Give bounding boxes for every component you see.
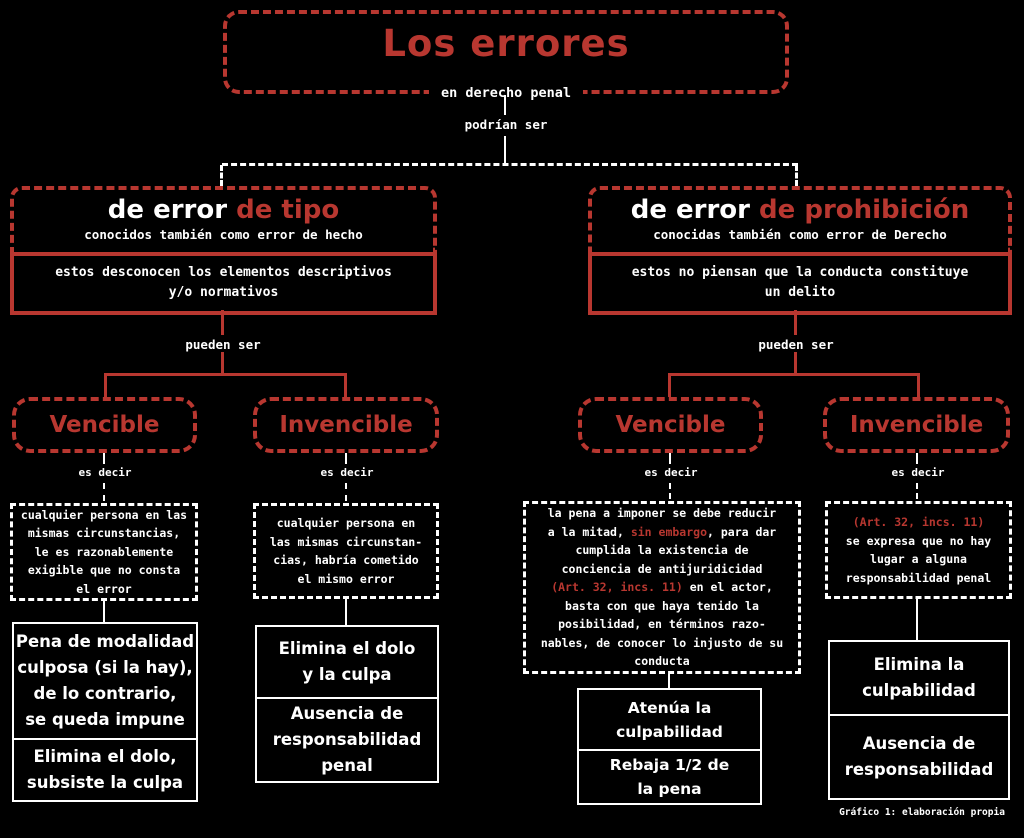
note-tipo-vencible: cualquier persona en las mismas circunst… <box>10 503 198 601</box>
note-prohibicion-invencible: (Art. 32, incs. 11) se expresa que no ha… <box>825 501 1012 599</box>
branch-tipo-title-highlight: de tipo <box>236 195 340 225</box>
connector-stack-4 <box>916 599 918 640</box>
outcome-box: Elimina el dolo, subsiste la culpa <box>14 738 196 800</box>
connector-tipo-drop-invencible <box>344 373 347 397</box>
connector-prohibicion-down1 <box>794 310 797 335</box>
branch-prohibicion-description: estos no piensan que la conducta constit… <box>588 252 1012 315</box>
note-segment: la pena a imponer se debe reducir a la m… <box>547 506 777 539</box>
branch-tipo-title-prefix: de error <box>107 195 237 225</box>
connector-root-bottom <box>504 136 506 163</box>
connector-esdecir-3b <box>669 483 671 499</box>
esdecir-label-2: es decir <box>320 466 374 479</box>
outcome-box: Pena de modalidad culposa (si la hay), d… <box>15 632 195 729</box>
connector-root-split <box>222 163 798 166</box>
connector-stack-1 <box>103 601 105 622</box>
connector-prohibicion-down2 <box>794 352 797 374</box>
connector-tipo-down1 <box>221 310 224 335</box>
connector-esdecir-4a <box>916 453 918 464</box>
pill-prohibicion-vencible: Vencible <box>578 397 763 453</box>
connector-esdecir-1b <box>103 483 105 501</box>
note-segment-highlight: sin embargo <box>630 524 707 539</box>
branch-tipo-subtitle: conocidos también como error de hecho <box>84 227 363 242</box>
tipo-connector-label: pueden ser <box>185 337 261 352</box>
branch-prohibicion-title-prefix: de error <box>630 195 760 225</box>
branch-tipo-header: de error de tipo conocidos también como … <box>10 186 437 252</box>
connector-prohibicion-drop-vencible <box>668 373 671 397</box>
branch-error-de-prohibicion: de error de prohibición conocidas tambié… <box>588 186 1012 315</box>
connector-esdecir-4b <box>916 483 918 499</box>
note-segment-highlight: (Art. 32, incs. 11) <box>852 515 985 529</box>
stack-tipo-vencible: Pena de modalidad culposa (si la hay), d… <box>12 622 198 802</box>
root-subtitle: en derecho penal <box>428 85 584 101</box>
connector-root-top <box>504 95 506 115</box>
esdecir-label-3: es decir <box>644 466 698 479</box>
note-segment: , para dar cumplida la existencia de con… <box>561 524 777 576</box>
outcome-box: Elimina el dolo y la culpa <box>278 639 416 684</box>
pill-prohibicion-invencible: Invencible <box>823 397 1010 453</box>
note-prohibicion-invencible-text: (Art. 32, incs. 11) se expresa que no ha… <box>846 513 991 587</box>
outcome-box: Atenúa la culpabilidad <box>616 698 723 741</box>
esdecir-label-1: es decir <box>78 466 132 479</box>
connector-stack-3 <box>668 674 670 688</box>
note-segment: se expresa que no hay lugar a alguna res… <box>845 533 992 585</box>
outcome-box: Rebaja 1/2 de la pena <box>579 749 760 803</box>
root-node: Los errores en derecho penal <box>223 10 789 101</box>
note-prohibicion-vencible: la pena a imponer se debe reducir a la m… <box>523 501 801 674</box>
connector-esdecir-2b <box>345 483 347 501</box>
pill-tipo-invencible: Invencible <box>253 397 439 453</box>
root-connector-label: podrían ser <box>464 117 548 132</box>
note-segment: en el actor, basta con que haya tenido l… <box>540 580 784 669</box>
outcome-box: Ausencia de responsabilidad <box>830 714 1008 798</box>
outcome-box: Elimina la culpabilidad <box>862 655 976 700</box>
esdecir-label-4: es decir <box>891 466 945 479</box>
connector-esdecir-2a <box>345 453 347 464</box>
connector-prohibicion-drop-invencible <box>917 373 920 397</box>
branch-prohibicion-subtitle: conocidas también como error de Derecho <box>653 227 947 242</box>
stack-prohibicion-vencible: Atenúa la culpabilidad Rebaja 1/2 de la … <box>577 688 762 805</box>
branch-prohibicion-title-highlight: de prohibición <box>759 195 970 225</box>
connector-tipo-split <box>104 373 347 376</box>
outcome-box: Ausencia de responsabilidad penal <box>257 697 437 781</box>
connector-drop-left-branch <box>220 165 223 186</box>
connector-esdecir-1a <box>103 453 105 464</box>
pill-tipo-vencible: Vencible <box>12 397 197 453</box>
figure-caption: Gráfico 1: elaboración propia <box>839 807 1005 818</box>
branch-tipo-description: estos desconocen los elementos descripti… <box>10 252 437 315</box>
branch-prohibicion-title: de error de prohibición <box>592 195 1008 225</box>
note-prohibicion-vencible-text: la pena a imponer se debe reducir a la m… <box>541 504 783 671</box>
stack-prohibicion-invencible: Elimina la culpabilidad Ausencia de resp… <box>828 640 1010 800</box>
connector-prohibicion-split <box>668 373 920 376</box>
branch-prohibicion-header: de error de prohibición conocidas tambié… <box>588 186 1012 252</box>
prohibicion-connector-label: pueden ser <box>758 337 834 352</box>
branch-tipo-title: de error de tipo <box>14 195 433 225</box>
stack-tipo-invencible: Elimina el dolo y la culpa Ausencia de r… <box>255 625 439 783</box>
connector-tipo-drop-vencible <box>104 373 107 397</box>
connector-esdecir-3a <box>669 453 671 464</box>
note-tipo-invencible: cualquier persona en las mismas circunst… <box>253 503 439 599</box>
note-segment-highlight: (Art. 32, incs. 11) <box>551 580 683 595</box>
root-title: Los errores <box>382 22 630 65</box>
branch-error-de-tipo: de error de tipo conocidos también como … <box>10 186 437 315</box>
connector-drop-right-branch <box>795 165 798 186</box>
connector-stack-2 <box>345 599 347 625</box>
connector-tipo-down2 <box>221 352 224 374</box>
